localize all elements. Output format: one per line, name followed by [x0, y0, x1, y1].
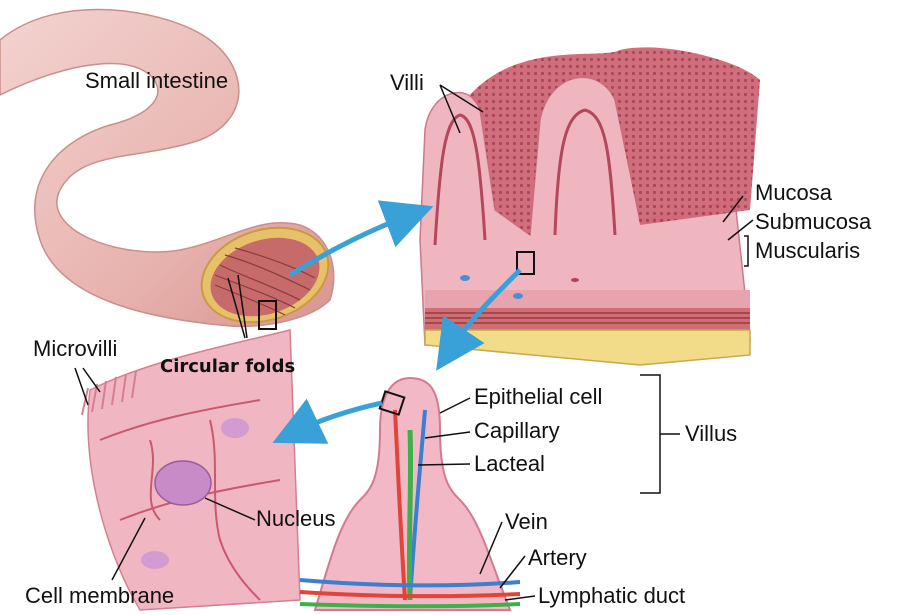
label-villi: Villi — [390, 72, 424, 94]
label-cell-membrane: Cell membrane — [25, 585, 174, 607]
label-muscularis: Muscularis — [755, 240, 860, 262]
label-lacteal: Lacteal — [474, 453, 545, 475]
label-vein: Vein — [505, 511, 548, 533]
label-circular-folds: Circular folds — [160, 358, 295, 376]
label-villus: Villus — [685, 423, 737, 445]
small-intestine-illustration — [0, 10, 341, 338]
label-small-intestine: Small intestine — [85, 70, 228, 92]
villi-block-illustration — [420, 47, 760, 365]
label-lymphatic-duct: Lymphatic duct — [538, 585, 685, 607]
label-microvilli: Microvilli — [33, 338, 117, 360]
villus-detail-illustration — [300, 378, 520, 610]
label-epithelial-cell: Epithelial cell — [474, 386, 602, 408]
label-submucosa: Submucosa — [755, 211, 871, 233]
label-artery: Artery — [528, 547, 587, 569]
label-nucleus: Nucleus — [256, 508, 335, 530]
label-capillary: Capillary — [474, 420, 560, 442]
label-mucosa: Mucosa — [755, 182, 832, 204]
